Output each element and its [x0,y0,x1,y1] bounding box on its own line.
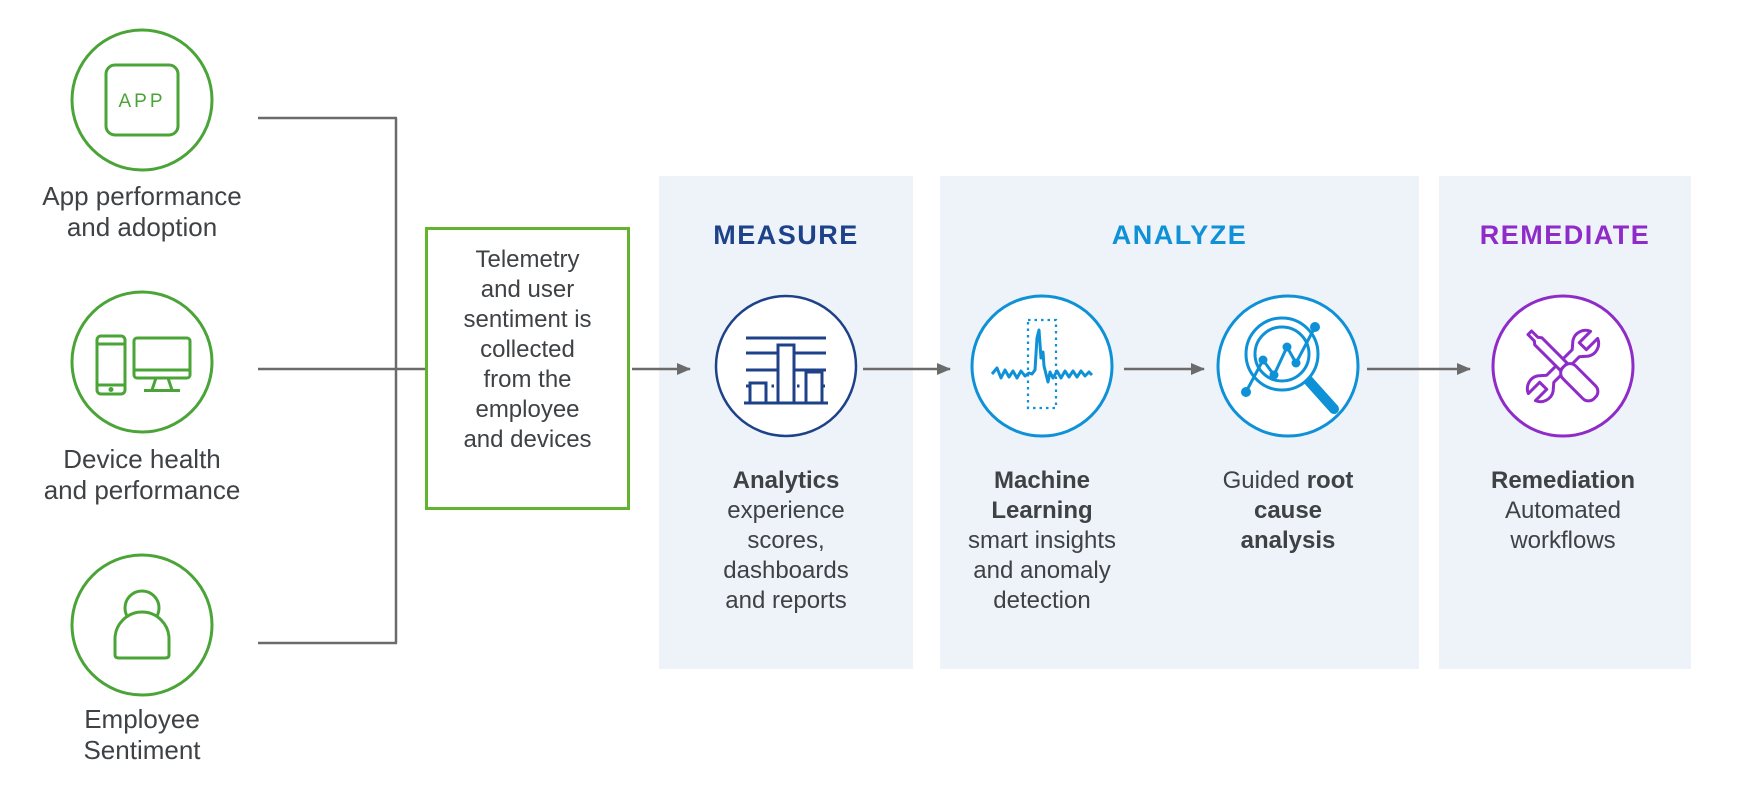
source-label-devices: Device health and performance [43,444,241,505]
devices-icon [70,290,214,434]
machine-learning-body: smart insights and anomaly detection [967,527,1117,614]
telemetry-box: Telemetry and user sentiment is collecte… [425,227,630,510]
machine-learning-heading: Machine Learning [991,467,1093,524]
root-cause-bold-first: root [1306,467,1354,494]
remediate-title: REMEDIATE [1479,220,1651,250]
analyze-title: ANALYZE [1111,220,1248,250]
remediation-body: Automated workflows [1504,497,1622,554]
remediation-tools-icon [1491,294,1635,438]
remediation-text: Remediation Automated workflows [1443,466,1683,556]
root-cause-bold-rest: cause analysis [1240,497,1336,554]
source-label-app: App performance and adoption [42,181,242,242]
measure-title: MEASURE [713,220,859,250]
remediation-heading: Remediation [1490,467,1636,494]
analytics-heading: Analytics [732,467,840,494]
telemetry-box-text: Telemetry and user sentiment is collecte… [463,246,592,453]
app-badge-label: APP [118,91,165,112]
source-label-employee: Employee Sentiment [83,704,201,765]
analytics-body: experience scores, dashboards and report… [723,497,849,614]
anomaly-waveform-icon [970,294,1114,438]
root-cause-lead: Guided [1222,467,1307,494]
app-badge-icon: APP [70,28,214,172]
root-cause-text: Guided root cause analysis [1168,466,1408,556]
analytics-text: Analytics experience scores, dashboards … [666,466,906,616]
dashboard-bars-icon [714,294,858,438]
employee-icon [70,553,214,697]
machine-learning-text: Machine Learning smart insights and anom… [922,466,1162,616]
root-cause-magnifier-icon [1216,294,1360,438]
root-cause-line1: Guided root [1168,466,1408,496]
